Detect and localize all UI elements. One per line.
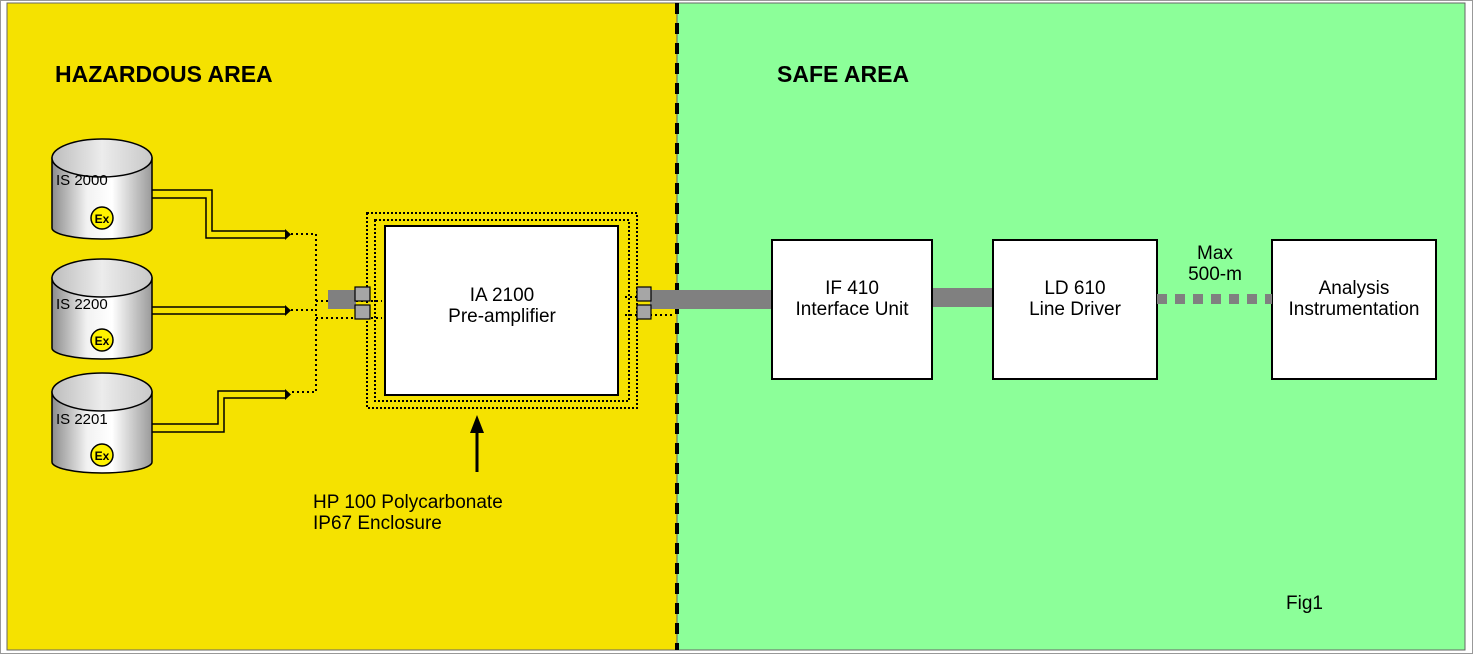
line-driver-label: LD 610 Line Driver [1029, 278, 1121, 321]
enclosure-rating: IP67 Enclosure [313, 513, 442, 535]
line-driver-model: LD 610 [1044, 278, 1106, 299]
interface-unit-box [771, 239, 933, 380]
preamp-box [384, 225, 619, 396]
sensor-tank-is2201: Ex [51, 372, 153, 474]
line-driver-desc: Line Driver [1029, 299, 1121, 321]
interface-unit-desc: Interface Unit [795, 299, 909, 321]
interface-unit-model: IF 410 [825, 278, 879, 299]
ex-hazard-icon [90, 206, 114, 230]
main-cables [328, 288, 994, 309]
link-max: Max [1197, 243, 1233, 264]
sensor-label-is2000: IS 2000 [56, 172, 108, 189]
enclosure-pointer-arrow [470, 415, 484, 472]
ex-symbol: Ex [95, 449, 110, 463]
enclosure-model: HP 100 Polycarbonate [313, 492, 503, 513]
preamp-desc: Pre-amplifier [448, 306, 556, 328]
line-driver-box [992, 239, 1158, 380]
safe-area-title: SAFE AREA [777, 61, 910, 87]
cable-connectors [354, 286, 652, 320]
sensor-label-is2200: IS 2200 [56, 296, 108, 313]
hazardous-area-title: HAZARDOUS AREA [55, 61, 273, 87]
ex-hazard-icon [90, 328, 114, 352]
ex-symbol: Ex [95, 212, 110, 226]
collector-wiring [291, 233, 672, 393]
ex-hazard-icon [90, 443, 114, 467]
ex-symbol: Ex [95, 334, 110, 348]
preamp-model: IA 2100 [469, 285, 535, 306]
preamp-label: IA 2100 Pre-amplifier [448, 285, 556, 328]
link-distance: 500-m [1188, 264, 1242, 286]
interface-unit-label: IF 410 Interface Unit [796, 278, 909, 321]
analysis-box [1271, 239, 1437, 380]
sensor-label-is2201: IS 2201 [56, 411, 108, 428]
sensor-cables [152, 189, 285, 433]
figure-label: Fig1 [1286, 593, 1323, 614]
analysis-line2: Instrumentation [1288, 299, 1420, 321]
sensor-tank-is2000: Ex [51, 138, 153, 240]
sensor-tank-is2200: Ex [51, 258, 153, 360]
analysis-line1: Analysis [1318, 278, 1390, 299]
link-distance-note: Max 500-m [1188, 243, 1242, 286]
enclosure-note: HP 100 Polycarbonate IP67 Enclosure [313, 492, 503, 535]
cable-end-markers [285, 229, 291, 400]
analysis-label: Analysis Instrumentation [1289, 278, 1420, 321]
